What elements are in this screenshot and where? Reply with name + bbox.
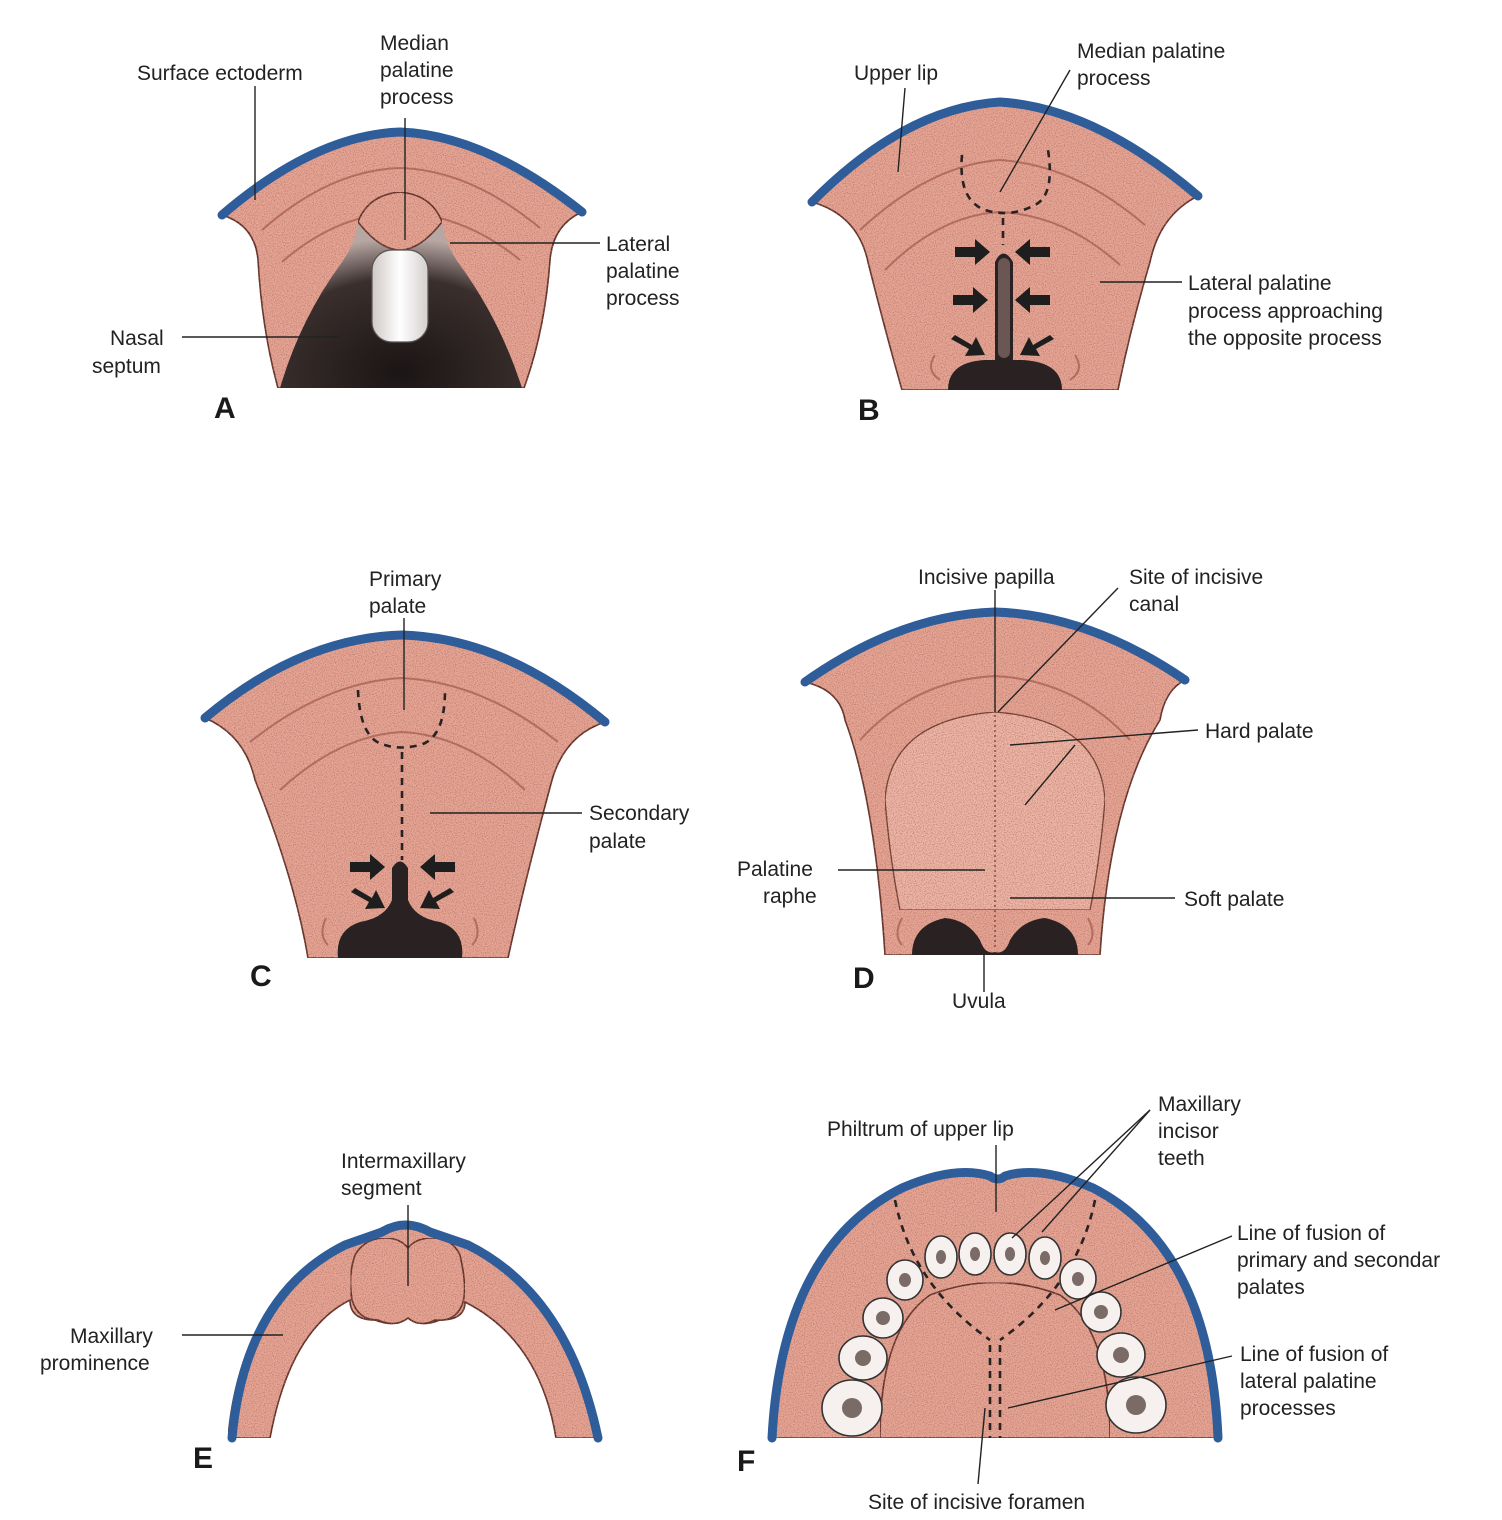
label-b-lateral-2: process approaching xyxy=(1188,300,1383,323)
label-incisor-teeth-1: Maxillary xyxy=(1158,1093,1241,1116)
label-intermaxillary-1: Intermaxillary xyxy=(341,1150,466,1173)
maxillary-teeth xyxy=(821,1232,1167,1437)
tooth xyxy=(862,1297,904,1339)
label-b-lateral-3: the opposite process xyxy=(1188,327,1382,350)
label-lateral-palatine-2: palatine xyxy=(606,260,680,283)
tooth xyxy=(821,1379,883,1437)
label-incisor-teeth-2: incisor xyxy=(1158,1120,1219,1143)
panel-c: Primary palate Secondary palate C xyxy=(200,568,690,993)
tooth xyxy=(993,1232,1027,1276)
label-incisive-papilla: Incisive papilla xyxy=(918,566,1055,589)
label-lateral-palatine-3: process xyxy=(606,287,680,310)
panel-d: Incisive papilla Site of incisive canal … xyxy=(737,566,1314,1013)
label-fusion-primary-1: Line of fusion of xyxy=(1237,1222,1385,1245)
label-fusion-lateral-1: Line of fusion of xyxy=(1240,1343,1388,1366)
label-primary-palate-2: palate xyxy=(369,595,426,618)
label-fusion-primary-3: palates xyxy=(1237,1276,1305,1299)
label-nasal-septum-2: septum xyxy=(92,355,161,378)
tooth xyxy=(924,1235,958,1279)
label-incisor-teeth-3: teeth xyxy=(1158,1147,1205,1170)
panel-a: Surface ectoderm Median palatine process… xyxy=(92,32,680,425)
label-secondary-palate-1: Secondary xyxy=(589,802,690,825)
surface-ectoderm xyxy=(217,127,587,220)
panel-letter-b: B xyxy=(858,394,880,427)
panel-letter-a: A xyxy=(214,392,236,425)
label-maxillary-prominence-2: prominence xyxy=(40,1352,150,1375)
nasal-cavity-c xyxy=(337,861,463,958)
label-upper-lip: Upper lip xyxy=(854,62,938,85)
upper-lip-c xyxy=(200,630,610,727)
label-fusion-lateral-3: processes xyxy=(1240,1397,1336,1420)
median-palatine-process xyxy=(357,191,443,251)
panel-f: Philtrum of upper lip Maxillary incisor … xyxy=(737,1093,1440,1514)
label-secondary-palate-2: palate xyxy=(589,830,646,853)
closing-arrows-b xyxy=(951,239,1054,356)
label-incisive-foramen: Site of incisive foramen xyxy=(868,1491,1085,1514)
label-palatine-raphe-2: raphe xyxy=(763,885,817,908)
panel-b: Upper lip Median palatine process Latera… xyxy=(807,40,1383,427)
label-b-lateral-1: Lateral palatine xyxy=(1188,272,1332,295)
tooth xyxy=(886,1259,924,1301)
panel-letter-d: D xyxy=(853,962,875,995)
nasal-septum xyxy=(371,249,429,343)
upper-lip-e xyxy=(227,1220,603,1443)
tooth xyxy=(1105,1376,1167,1434)
label-median-palatine-process-1: Median xyxy=(380,32,449,55)
upper-lip-b xyxy=(807,97,1203,207)
label-philtrum: Philtrum of upper lip xyxy=(827,1118,1014,1141)
tooth xyxy=(838,1335,888,1381)
label-uvula: Uvula xyxy=(952,990,1006,1013)
label-soft-palate: Soft palate xyxy=(1184,888,1284,911)
label-fusion-primary-2: primary and secondar xyxy=(1237,1249,1440,1272)
panel-letter-c: C xyxy=(250,960,272,993)
closing-arrows-c xyxy=(350,854,455,909)
label-median-palatine-process-3: process xyxy=(380,86,454,109)
label-maxillary-prominence-1: Maxillary xyxy=(70,1325,153,1348)
label-b-median-1: Median palatine xyxy=(1077,40,1225,63)
label-hard-palate: Hard palate xyxy=(1205,720,1314,743)
tooth xyxy=(1028,1236,1062,1280)
panel-letter-e: E xyxy=(193,1442,213,1475)
label-nasal-septum-1: Nasal xyxy=(110,327,164,350)
label-lateral-palatine-1: Lateral xyxy=(606,233,670,256)
upper-lip-f xyxy=(767,1167,1223,1443)
label-incisive-canal-1: Site of incisive xyxy=(1129,566,1263,589)
tooth xyxy=(958,1232,992,1276)
label-b-median-2: process xyxy=(1077,67,1151,90)
label-fusion-lateral-2: lateral palatine xyxy=(1240,1370,1377,1393)
panel-e: Intermaxillary segment Maxillary promine… xyxy=(40,1150,603,1475)
label-primary-palate-1: Primary xyxy=(369,568,442,591)
label-intermaxillary-2: segment xyxy=(341,1177,422,1200)
label-median-palatine-process-2: palatine xyxy=(380,59,454,82)
panel-letter-f: F xyxy=(737,1445,755,1478)
tooth xyxy=(1080,1291,1122,1333)
uvula-region xyxy=(912,918,1078,955)
label-incisive-canal-2: canal xyxy=(1129,593,1179,616)
label-palatine-raphe-1: Palatine xyxy=(737,858,813,881)
tooth xyxy=(1096,1332,1146,1378)
label-surface-ectoderm: Surface ectoderm xyxy=(137,62,303,85)
tooth xyxy=(1059,1258,1097,1300)
